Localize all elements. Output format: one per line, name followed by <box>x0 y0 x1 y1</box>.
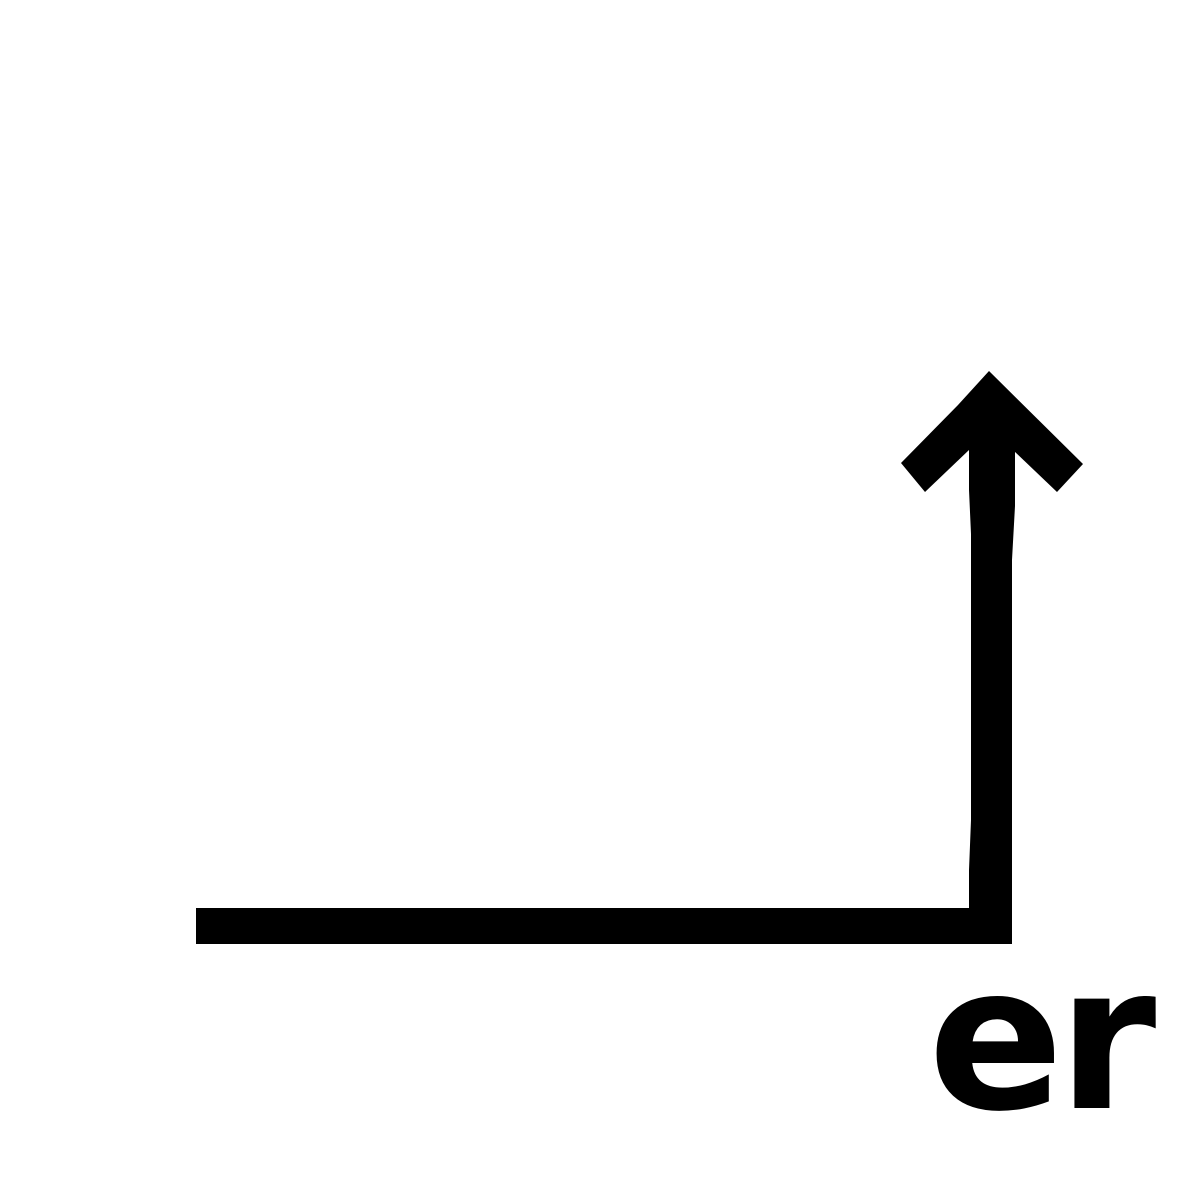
arrow-horizontal-stroke <box>196 908 1012 944</box>
arrow-vertical-stroke <box>969 440 1015 944</box>
arrow-head <box>901 371 1083 492</box>
symbol-label: er <box>928 923 1156 1156</box>
